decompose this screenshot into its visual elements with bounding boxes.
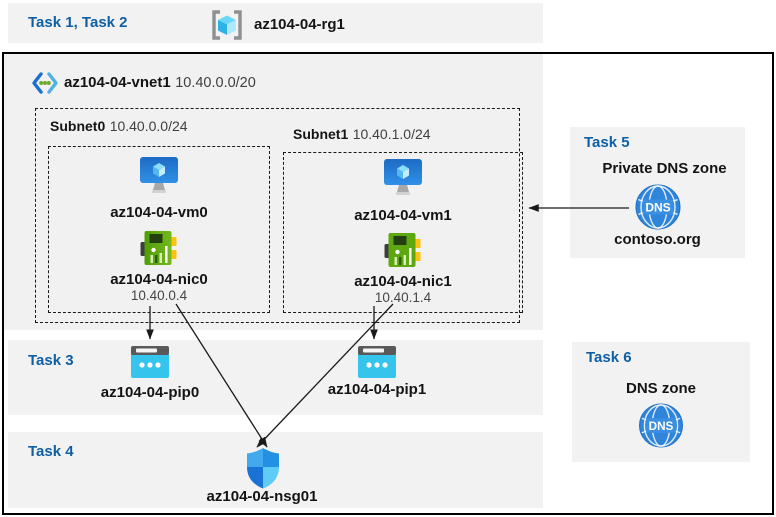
nic0-name: az104-04-nic0 [110, 271, 208, 288]
subnet0-name: Subnet0 [50, 118, 106, 134]
resource-group-icon [212, 10, 242, 40]
dns-zone-icon: DNS [638, 403, 684, 448]
task5-label: Task 5 [584, 134, 630, 151]
pip1-icon [358, 346, 396, 378]
nic1-ip: 10.40.1.4 [374, 290, 432, 305]
vm0-icon [140, 157, 178, 193]
task4-label: Task 4 [28, 443, 74, 460]
vm0-name: az104-04-vm0 [110, 204, 208, 221]
dns-icon-text: DNS [645, 201, 670, 215]
vm1-icon [384, 159, 422, 195]
nsg-name: az104-04-nsg01 [206, 488, 318, 505]
vm1-name: az104-04-vm1 [354, 207, 452, 224]
task6-box: Task 6 DNS zone DNS [572, 342, 750, 462]
subnet1-name: Subnet1 [293, 126, 349, 142]
private-dns-zone-title: Private DNS zone [602, 160, 727, 177]
subnet0-cidr: 10.40.0.0/24 [109, 118, 188, 134]
nic1-icon [384, 233, 421, 267]
dns-icon-text: DNS [649, 420, 674, 433]
nic1-name: az104-04-nic1 [354, 273, 452, 290]
subnet1-title: Subnet1 10.40.1.0/24 [293, 126, 431, 144]
virtual-network-icon [32, 72, 58, 94]
vnet-region [4, 54, 543, 330]
dns-zone-title: DNS zone [625, 380, 697, 397]
nic0-ip: 10.40.0.4 [130, 288, 188, 303]
subnet0-title: Subnet0 10.40.0.0/24 [50, 118, 188, 136]
pip0-name: az104-04-pip0 [100, 384, 200, 401]
vnet-title: az104-04-vnet1 10.40.0.0/20 [64, 74, 256, 92]
nic0-icon [140, 231, 177, 265]
task-1-2-label: Task 1, Task 2 [28, 14, 128, 31]
top-band: Task 1, Task 2 az104-04-rg1 [8, 3, 543, 43]
pip1-name: az104-04-pip1 [327, 381, 427, 398]
task6-label: Task 6 [586, 349, 632, 366]
task5-box: Task 5 Private DNS zone DNS contoso.org [570, 127, 745, 258]
private-dns-icon: DNS [635, 184, 680, 230]
vnet-name: az104-04-vnet1 [64, 74, 171, 91]
nsg-shield-icon [247, 448, 279, 489]
subnet0-box: az104-04-vm0 az104-04-nic0 10.40.0.4 [48, 146, 270, 313]
resource-group-name: az104-04-rg1 [254, 16, 345, 33]
task3-band [8, 340, 543, 415]
pip0-icon [131, 346, 169, 378]
subnet1-cidr: 10.40.1.0/24 [352, 126, 431, 142]
subnet1-box: az104-04-vm1 az104-04-nic1 10.40.1.4 [283, 152, 523, 313]
task3-label: Task 3 [28, 352, 74, 369]
private-dns-zone-name: contoso.org [614, 231, 701, 248]
vnet-cidr: 10.40.0.0/20 [175, 75, 256, 91]
